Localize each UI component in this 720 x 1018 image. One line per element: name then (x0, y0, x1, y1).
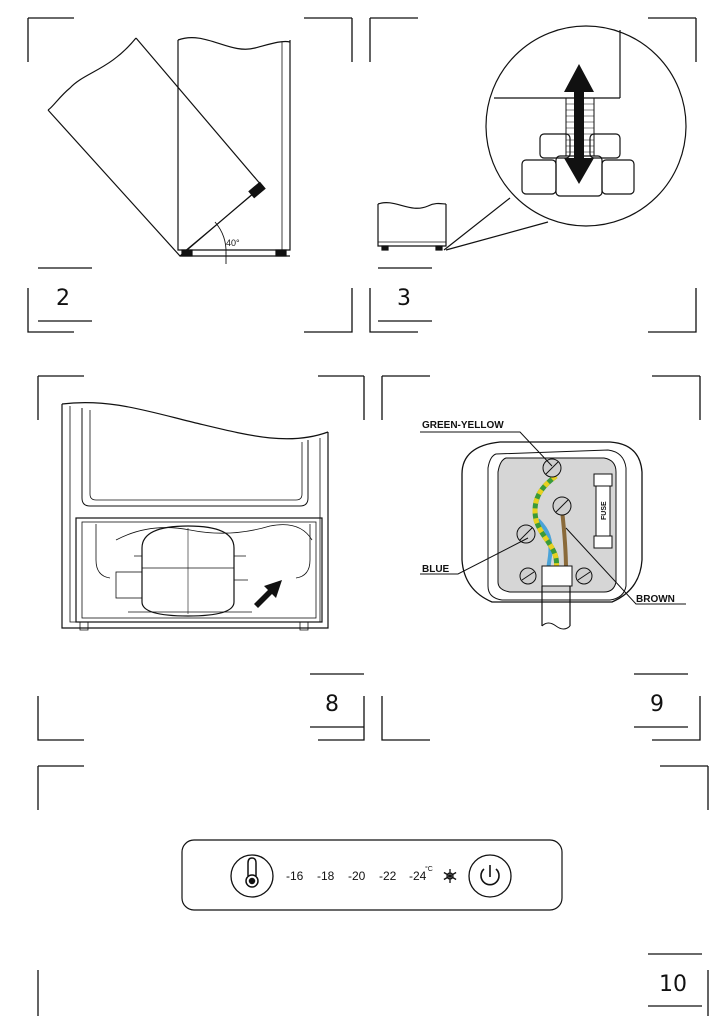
temp-label: -24 (409, 869, 427, 883)
angle-label: 40° (226, 238, 240, 248)
wire-label-blue: BLUE (422, 564, 450, 575)
power-icon (480, 865, 500, 886)
power-button[interactable] (468, 854, 512, 898)
figure-9-plug-wiring (420, 431, 686, 630)
figure-2-number-box: 2 (38, 267, 92, 322)
figure-9-number-box: 9 (634, 673, 688, 728)
thermometer-icon (245, 857, 259, 888)
figure-number: 3 (397, 286, 411, 311)
fuse-label: FUSE (601, 501, 608, 520)
figure-8-compressor-back (61, 401, 329, 631)
temp-label: -20 (348, 869, 366, 883)
figure-10-number-box: 10 (648, 953, 702, 1007)
figure-3-number-box: 3 (378, 267, 432, 322)
temp-label: -16 (286, 869, 304, 883)
temp-unit: °C (425, 865, 433, 873)
arrow-icon (254, 580, 282, 608)
figure-10-control-panel: -16 -18 -20 -22 -24 °C (181, 839, 563, 911)
wire-label-green-yellow: GREEN-YELLOW (422, 420, 504, 431)
figure-number: 10 (659, 972, 687, 997)
snowflake-icon (443, 869, 457, 883)
wire-label-brown: BROWN (636, 594, 675, 605)
frame-brackets (27, 17, 709, 1016)
figure-number: 2 (56, 286, 70, 311)
figure-8-number-box: 8 (310, 673, 364, 728)
thermometer-button[interactable] (230, 854, 274, 898)
figure-3-leveling-feet (377, 25, 687, 251)
temp-label: -22 (379, 869, 397, 883)
arrow-icon (564, 64, 594, 184)
figure-number: 9 (650, 692, 664, 717)
figure-number: 8 (325, 692, 339, 717)
temp-label: -18 (317, 869, 335, 883)
figure-2-tilt-diagram (47, 37, 291, 264)
